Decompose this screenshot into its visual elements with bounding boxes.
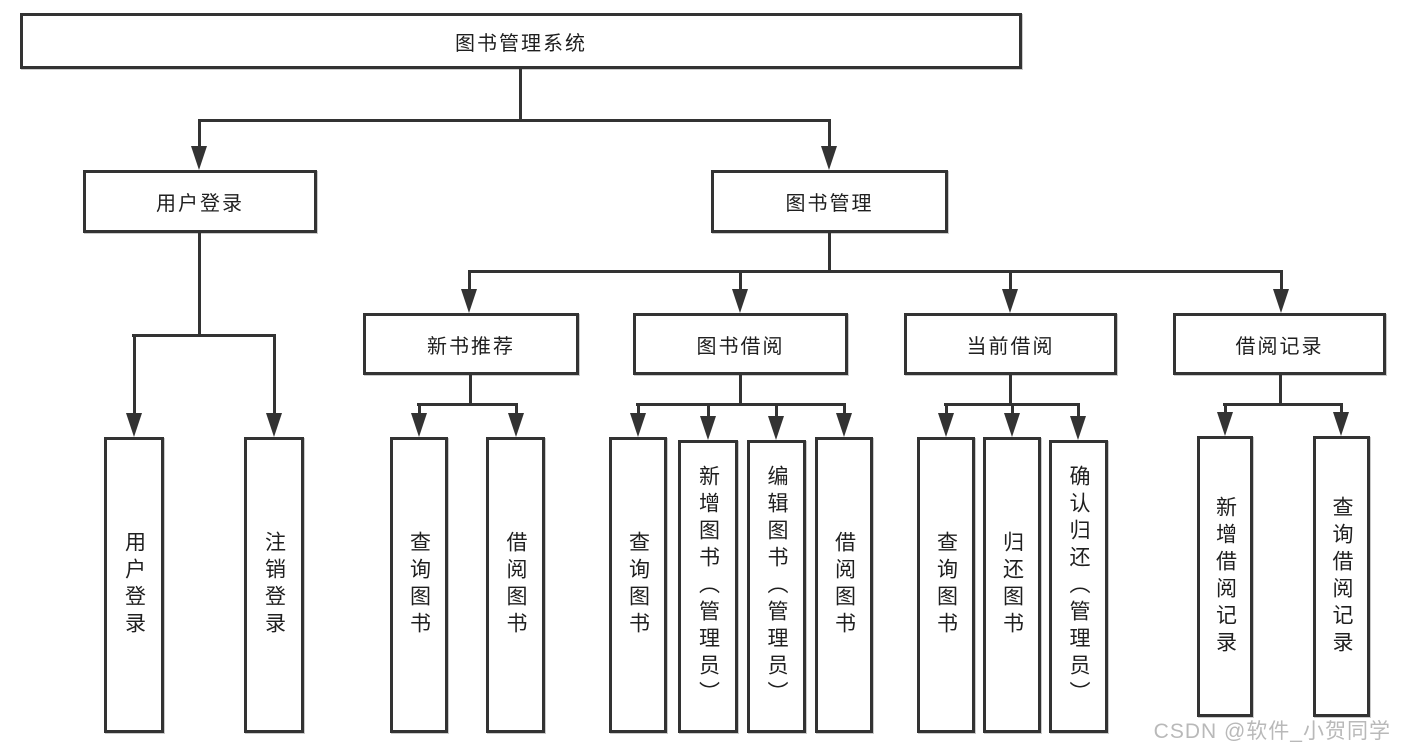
arrow-down-icon (836, 413, 852, 437)
connector-line (828, 120, 831, 152)
leaf-user-login: 用户登录 (104, 437, 164, 733)
connector-line (198, 120, 201, 152)
arrow-down-icon (1333, 412, 1349, 436)
connector-line (843, 404, 846, 419)
watermark: CSDN @软件_小贺同学 (1153, 720, 1391, 743)
connector-line (739, 375, 742, 406)
arrow-down-icon (1004, 413, 1020, 437)
connector-line (945, 404, 948, 419)
leaf-bb-borrow-books: 借阅图书 (815, 437, 873, 733)
leaf-bb-edit-books: 编辑图书（管理员） (747, 440, 806, 733)
connector-line (637, 404, 640, 419)
leaf-bb-add-books: 新增图书（管理员） (678, 440, 738, 733)
leaf-br-add-record: 新增借阅记录 (1197, 436, 1253, 717)
connector-line (273, 335, 276, 419)
connector-line (468, 271, 471, 295)
connector-line (828, 233, 831, 273)
connector-line (1077, 404, 1080, 422)
connector-line (519, 69, 522, 122)
node-book-borrowing: 图书借阅 (633, 313, 848, 375)
leaf-nb-borrow-books: 借阅图书 (486, 437, 545, 733)
connector-line (636, 403, 846, 406)
arrow-down-icon (1273, 289, 1289, 313)
arrow-down-icon (191, 146, 207, 170)
node-borrowing-records: 借阅记录 (1173, 313, 1386, 375)
connector-line (132, 334, 276, 337)
leaf-nb-query-books: 查询图书 (390, 437, 448, 733)
connector-line (1011, 404, 1014, 419)
connector-line (739, 271, 742, 295)
arrow-down-icon (768, 416, 784, 440)
arrow-down-icon (1217, 412, 1233, 436)
connector-line (1224, 404, 1227, 418)
leaf-cb-return-books: 归还图书 (983, 437, 1041, 733)
connector-line (468, 270, 1283, 273)
connector-line (198, 233, 201, 337)
arrow-down-icon (821, 146, 837, 170)
connector-line (707, 404, 710, 422)
node-new-book-recommendation: 新书推荐 (363, 313, 579, 375)
node-book-management: 图书管理 (711, 170, 948, 233)
leaf-bb-query-books: 查询图书 (609, 437, 667, 733)
node-current-borrowing: 当前借阅 (904, 313, 1117, 375)
arrow-down-icon (508, 413, 524, 437)
leaf-cb-confirm-return: 确认归还（管理员） (1049, 440, 1108, 733)
connector-line (1223, 403, 1343, 406)
arrow-down-icon (1002, 289, 1018, 313)
connector-line (775, 404, 778, 422)
arrow-down-icon (700, 416, 716, 440)
connector-line (1279, 375, 1282, 406)
connector-line (469, 375, 472, 406)
connector-line (417, 403, 518, 406)
arrow-down-icon (411, 413, 427, 437)
connector-line (1340, 404, 1343, 418)
arrow-down-icon (126, 413, 142, 437)
connector-line (1009, 375, 1012, 406)
leaf-cb-query-books: 查询图书 (917, 437, 975, 733)
node-library-management-system: 图书管理系统 (20, 13, 1022, 69)
arrow-down-icon (630, 413, 646, 437)
node-user-login: 用户登录 (83, 170, 317, 233)
arrow-down-icon (938, 413, 954, 437)
arrow-down-icon (732, 289, 748, 313)
connector-line (1009, 271, 1012, 295)
arrow-down-icon (266, 413, 282, 437)
connector-line (198, 119, 831, 122)
connector-line (133, 335, 136, 419)
leaf-logout: 注销登录 (244, 437, 304, 733)
connector-line (515, 404, 518, 419)
connector-line (1280, 271, 1283, 295)
arrow-down-icon (461, 289, 477, 313)
leaf-br-query-record: 查询借阅记录 (1313, 436, 1370, 717)
arrow-down-icon (1070, 416, 1086, 440)
connector-line (418, 404, 421, 419)
